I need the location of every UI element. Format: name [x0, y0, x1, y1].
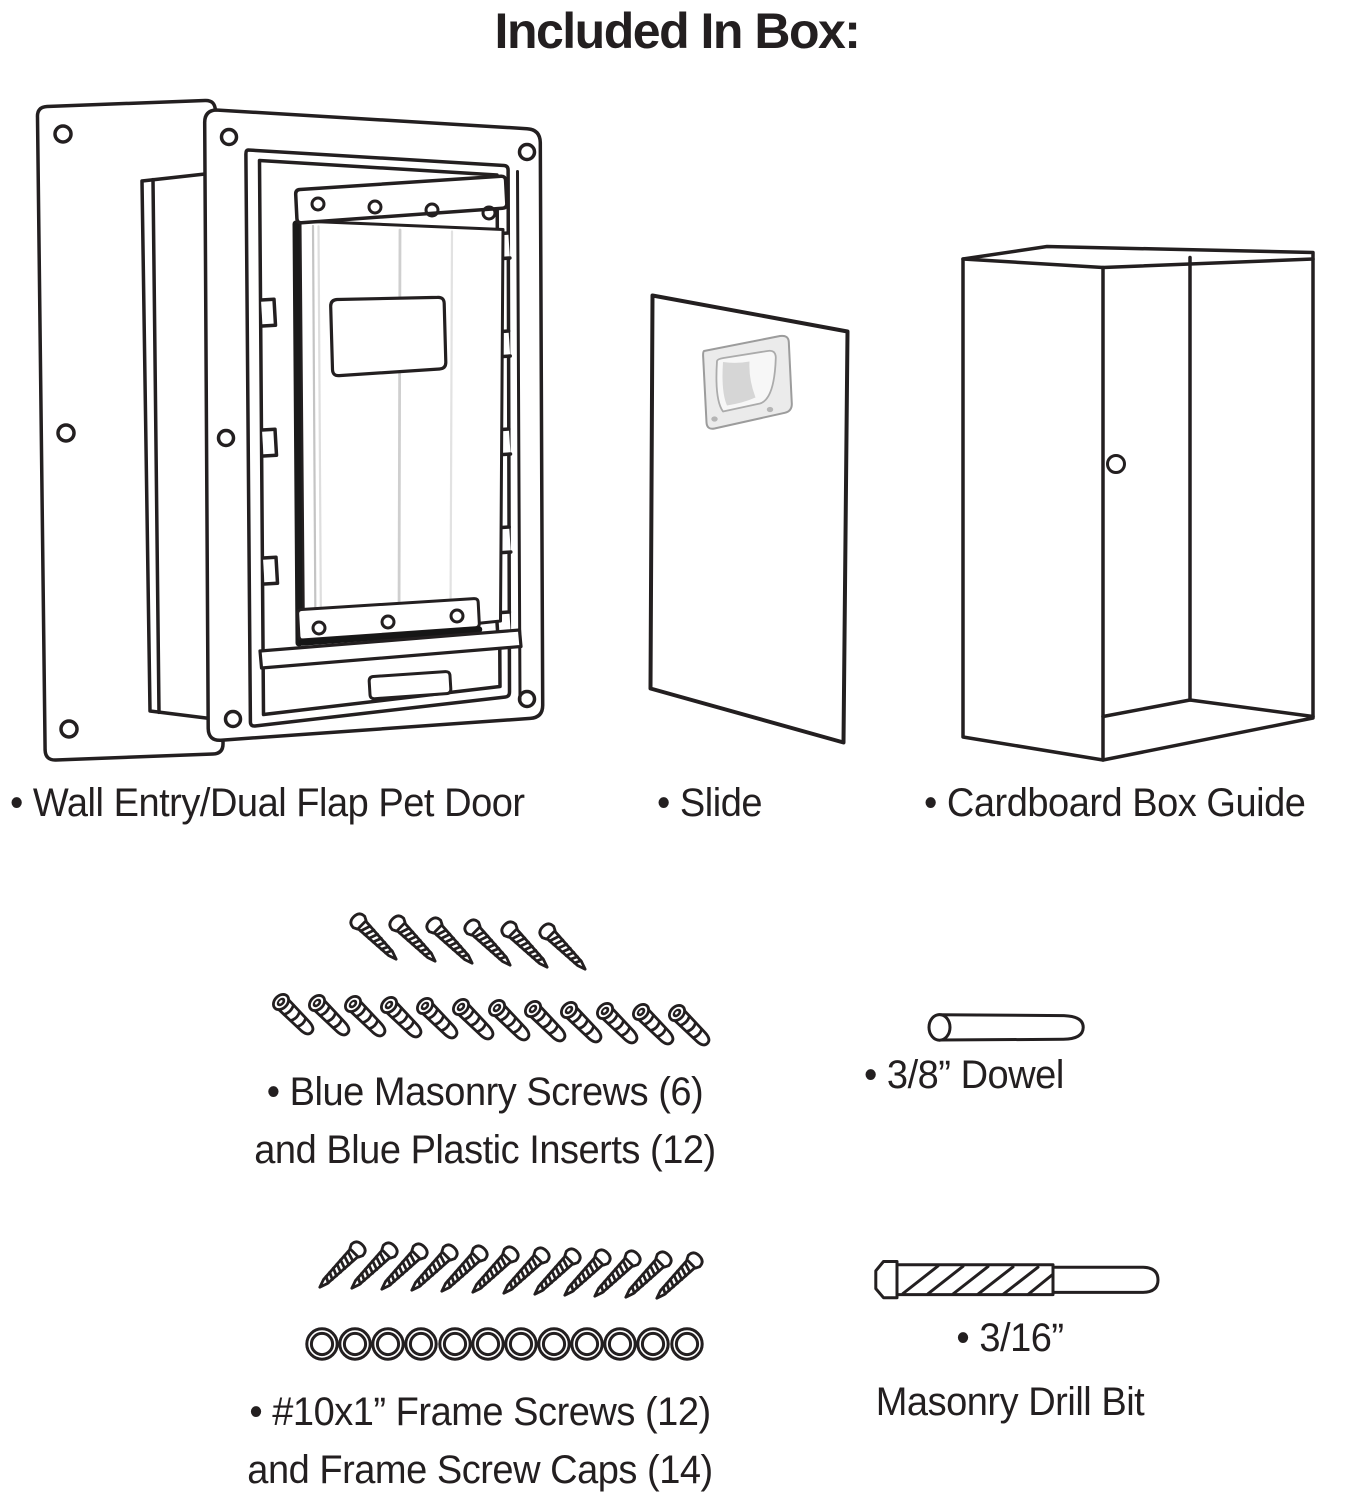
screw-cap: [338, 1327, 372, 1361]
screw-hole: [56, 423, 76, 443]
screw-hole: [53, 124, 73, 144]
drill-bit-illustration: [874, 1260, 1160, 1300]
screw-hole: [517, 689, 537, 709]
frame-screws-label-line2: and Frame Screw Caps (14): [247, 1448, 713, 1492]
screw-hole: [59, 719, 79, 739]
latch: [367, 670, 453, 701]
page-title: Included In Box:: [494, 3, 861, 59]
top-bar: [293, 174, 509, 225]
plastic-insert: [484, 995, 536, 1047]
cardboard-box-illustration: [961, 244, 1315, 762]
slide-illustration: [648, 293, 850, 745]
screw-cap: [504, 1327, 538, 1361]
screw-cap: [438, 1327, 472, 1361]
screw-hole: [216, 428, 236, 448]
plastic-insert: [556, 997, 608, 1049]
pet-door-label: • Wall Entry/Dual Flap Pet Door: [10, 781, 525, 825]
screw-hole: [223, 709, 243, 729]
masonry-screws-label-line1: • Blue Masonry Screws (6): [266, 1070, 704, 1114]
screw-cap: [537, 1327, 571, 1361]
plastic-insert: [412, 993, 464, 1045]
plastic-insert: [664, 1000, 716, 1052]
screw-caps-illustration: [305, 1327, 704, 1361]
plastic-insert: [520, 996, 572, 1048]
masonry-screws-label: • Blue Masonry Screws (6) and Blue Plast…: [186, 1063, 785, 1179]
screw-cap: [670, 1327, 704, 1361]
dowel-illustration: [927, 1013, 1085, 1042]
slide-label: • Slide: [657, 781, 763, 825]
drill-bit-label-line2: Masonry Drill Bit: [875, 1380, 1145, 1424]
flap-window: [329, 295, 448, 378]
screw-cap: [305, 1327, 339, 1361]
screw-cap: [570, 1327, 604, 1361]
flap: [298, 219, 505, 643]
plastic-insert: [340, 991, 392, 1043]
plastic-insert: [376, 992, 428, 1044]
plastic-insert: [268, 989, 320, 1041]
pet-door-illustration: [35, 98, 545, 762]
frame-screws-label-line1: • #10x1” Frame Screws (12): [249, 1390, 711, 1434]
frame-screws-label: • #10x1” Frame Screws (12) and Frame Scr…: [171, 1383, 789, 1499]
box-guide-label: • Cardboard Box Guide: [924, 781, 1306, 825]
guide-hole: [1106, 454, 1126, 474]
plastic-insert: [448, 994, 500, 1046]
slide-handle: [702, 334, 793, 430]
plastic-inserts-illustration: [268, 989, 716, 1052]
plastic-insert: [628, 999, 680, 1051]
screw-cap: [404, 1327, 438, 1361]
masonry-screws-label-line2: and Blue Plastic Inserts (12): [254, 1128, 716, 1172]
plastic-insert: [304, 990, 356, 1042]
dowel-label: • 3/8” Dowel: [864, 1053, 1064, 1097]
screw-cap: [603, 1327, 637, 1361]
masonry-screws-illustration: [346, 909, 593, 977]
frame-screws-illustration: [312, 1237, 707, 1306]
screw-cap: [471, 1327, 505, 1361]
screw-hole: [517, 142, 537, 162]
plastic-insert: [592, 998, 644, 1050]
drill-bit-label: • 3/16” Masonry Drill Bit: [830, 1306, 1191, 1434]
screw-cap: [636, 1327, 670, 1361]
screw-hole: [219, 127, 239, 147]
drill-bit-label-line1: • 3/16”: [956, 1316, 1064, 1360]
screw-cap: [371, 1327, 405, 1361]
